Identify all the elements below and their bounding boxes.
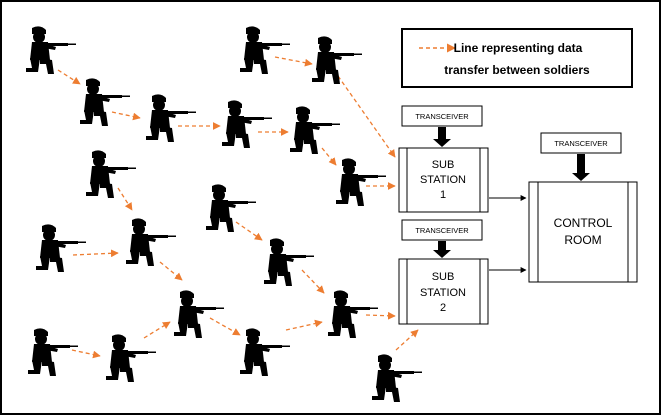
soldier-icon xyxy=(80,78,130,126)
soldier-icon xyxy=(106,334,156,382)
soldier-icon xyxy=(28,328,78,376)
soldier-icon xyxy=(146,94,196,142)
soldier-icon xyxy=(26,26,76,74)
svg-text:1: 1 xyxy=(440,189,446,201)
transceiver-sub2: TRANSCEIVER xyxy=(401,219,483,241)
svg-text:STATION: STATION xyxy=(420,174,466,186)
substation-1: SUB STATION 1 xyxy=(398,147,489,213)
soldier-icon xyxy=(86,150,136,198)
soldier-icon xyxy=(206,184,256,232)
svg-text:TRANSCEIVER: TRANSCEIVER xyxy=(415,226,469,235)
soldiers xyxy=(26,26,422,402)
svg-text:TRANSCEIVER: TRANSCEIVER xyxy=(554,139,608,148)
soldier-icon xyxy=(290,106,340,154)
soldier-icon xyxy=(372,354,422,402)
transceiver-arrows xyxy=(433,127,590,258)
control-room: CONTROL ROOM xyxy=(528,181,638,283)
soldier-icon xyxy=(328,290,378,338)
down-arrow-icon xyxy=(433,241,451,258)
svg-text:SUB: SUB xyxy=(432,159,455,171)
soldier-icon xyxy=(336,158,386,206)
svg-text:STATION: STATION xyxy=(420,287,466,299)
down-arrow-icon xyxy=(572,154,590,181)
uplink-arrows xyxy=(489,195,527,273)
svg-text:ROOM: ROOM xyxy=(564,233,601,247)
down-arrow-icon xyxy=(433,127,451,147)
legend-line2: transfer between soldiers xyxy=(444,63,590,77)
transceiver-sub1: TRANSCEIVER xyxy=(401,105,483,127)
soldier-icon xyxy=(240,26,290,74)
data-links xyxy=(57,56,419,359)
substation-2: SUB STATION 2 xyxy=(398,258,489,325)
svg-text:SUB: SUB xyxy=(432,271,455,283)
soldier-icon xyxy=(312,36,362,84)
soldier-icon xyxy=(222,100,272,148)
transceiver-control: TRANSCEIVER xyxy=(540,132,622,154)
soldier-icon xyxy=(174,290,224,338)
svg-text:CONTROL: CONTROL xyxy=(554,216,613,230)
soldier-icon xyxy=(126,218,176,266)
svg-text:2: 2 xyxy=(440,302,446,314)
soldier-icon xyxy=(36,224,86,272)
legend: Line representing data transfer between … xyxy=(401,28,633,88)
legend-line1: Line representing data xyxy=(454,41,583,55)
soldier-icon xyxy=(264,238,314,286)
soldier-icon xyxy=(240,328,290,376)
svg-text:TRANSCEIVER: TRANSCEIVER xyxy=(415,112,469,121)
